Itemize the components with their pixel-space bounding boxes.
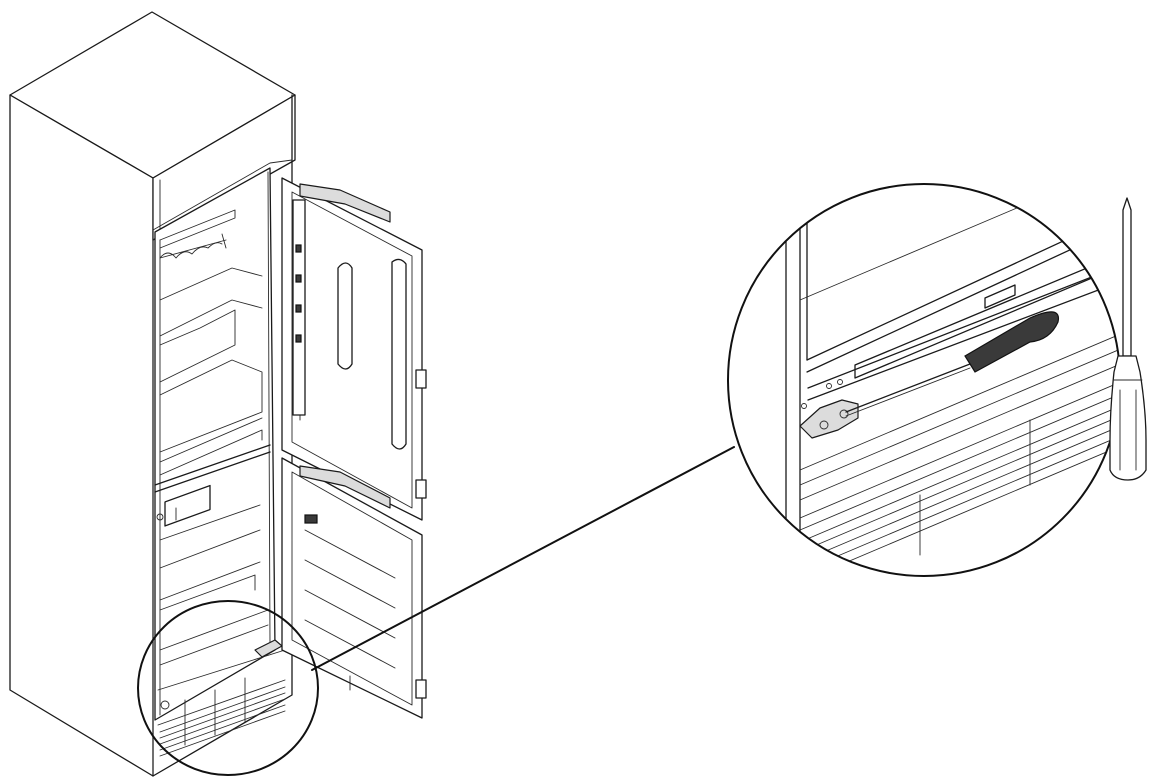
lower-freezer-door — [281, 457, 427, 719]
glass-shelves — [159, 267, 263, 476]
screwdriver-in-use — [845, 311, 1060, 417]
callout-leader-line — [311, 446, 735, 671]
fridge-interior — [154, 167, 276, 721]
callout-source-circle — [137, 600, 319, 776]
fridge-body — [154, 167, 286, 757]
upper-fridge-door — [281, 177, 427, 521]
detail-callout — [137, 446, 735, 776]
screwdriver-icon — [1109, 197, 1147, 481]
door-shelf-rail — [391, 258, 407, 450]
middle-hinge — [156, 484, 211, 527]
magnified-detail — [727, 183, 1121, 577]
cabinet-side-panel — [9, 94, 154, 777]
wine-rack — [159, 233, 227, 259]
door-handle-recess — [337, 262, 353, 370]
kitchen-cabinet — [9, 11, 296, 777]
